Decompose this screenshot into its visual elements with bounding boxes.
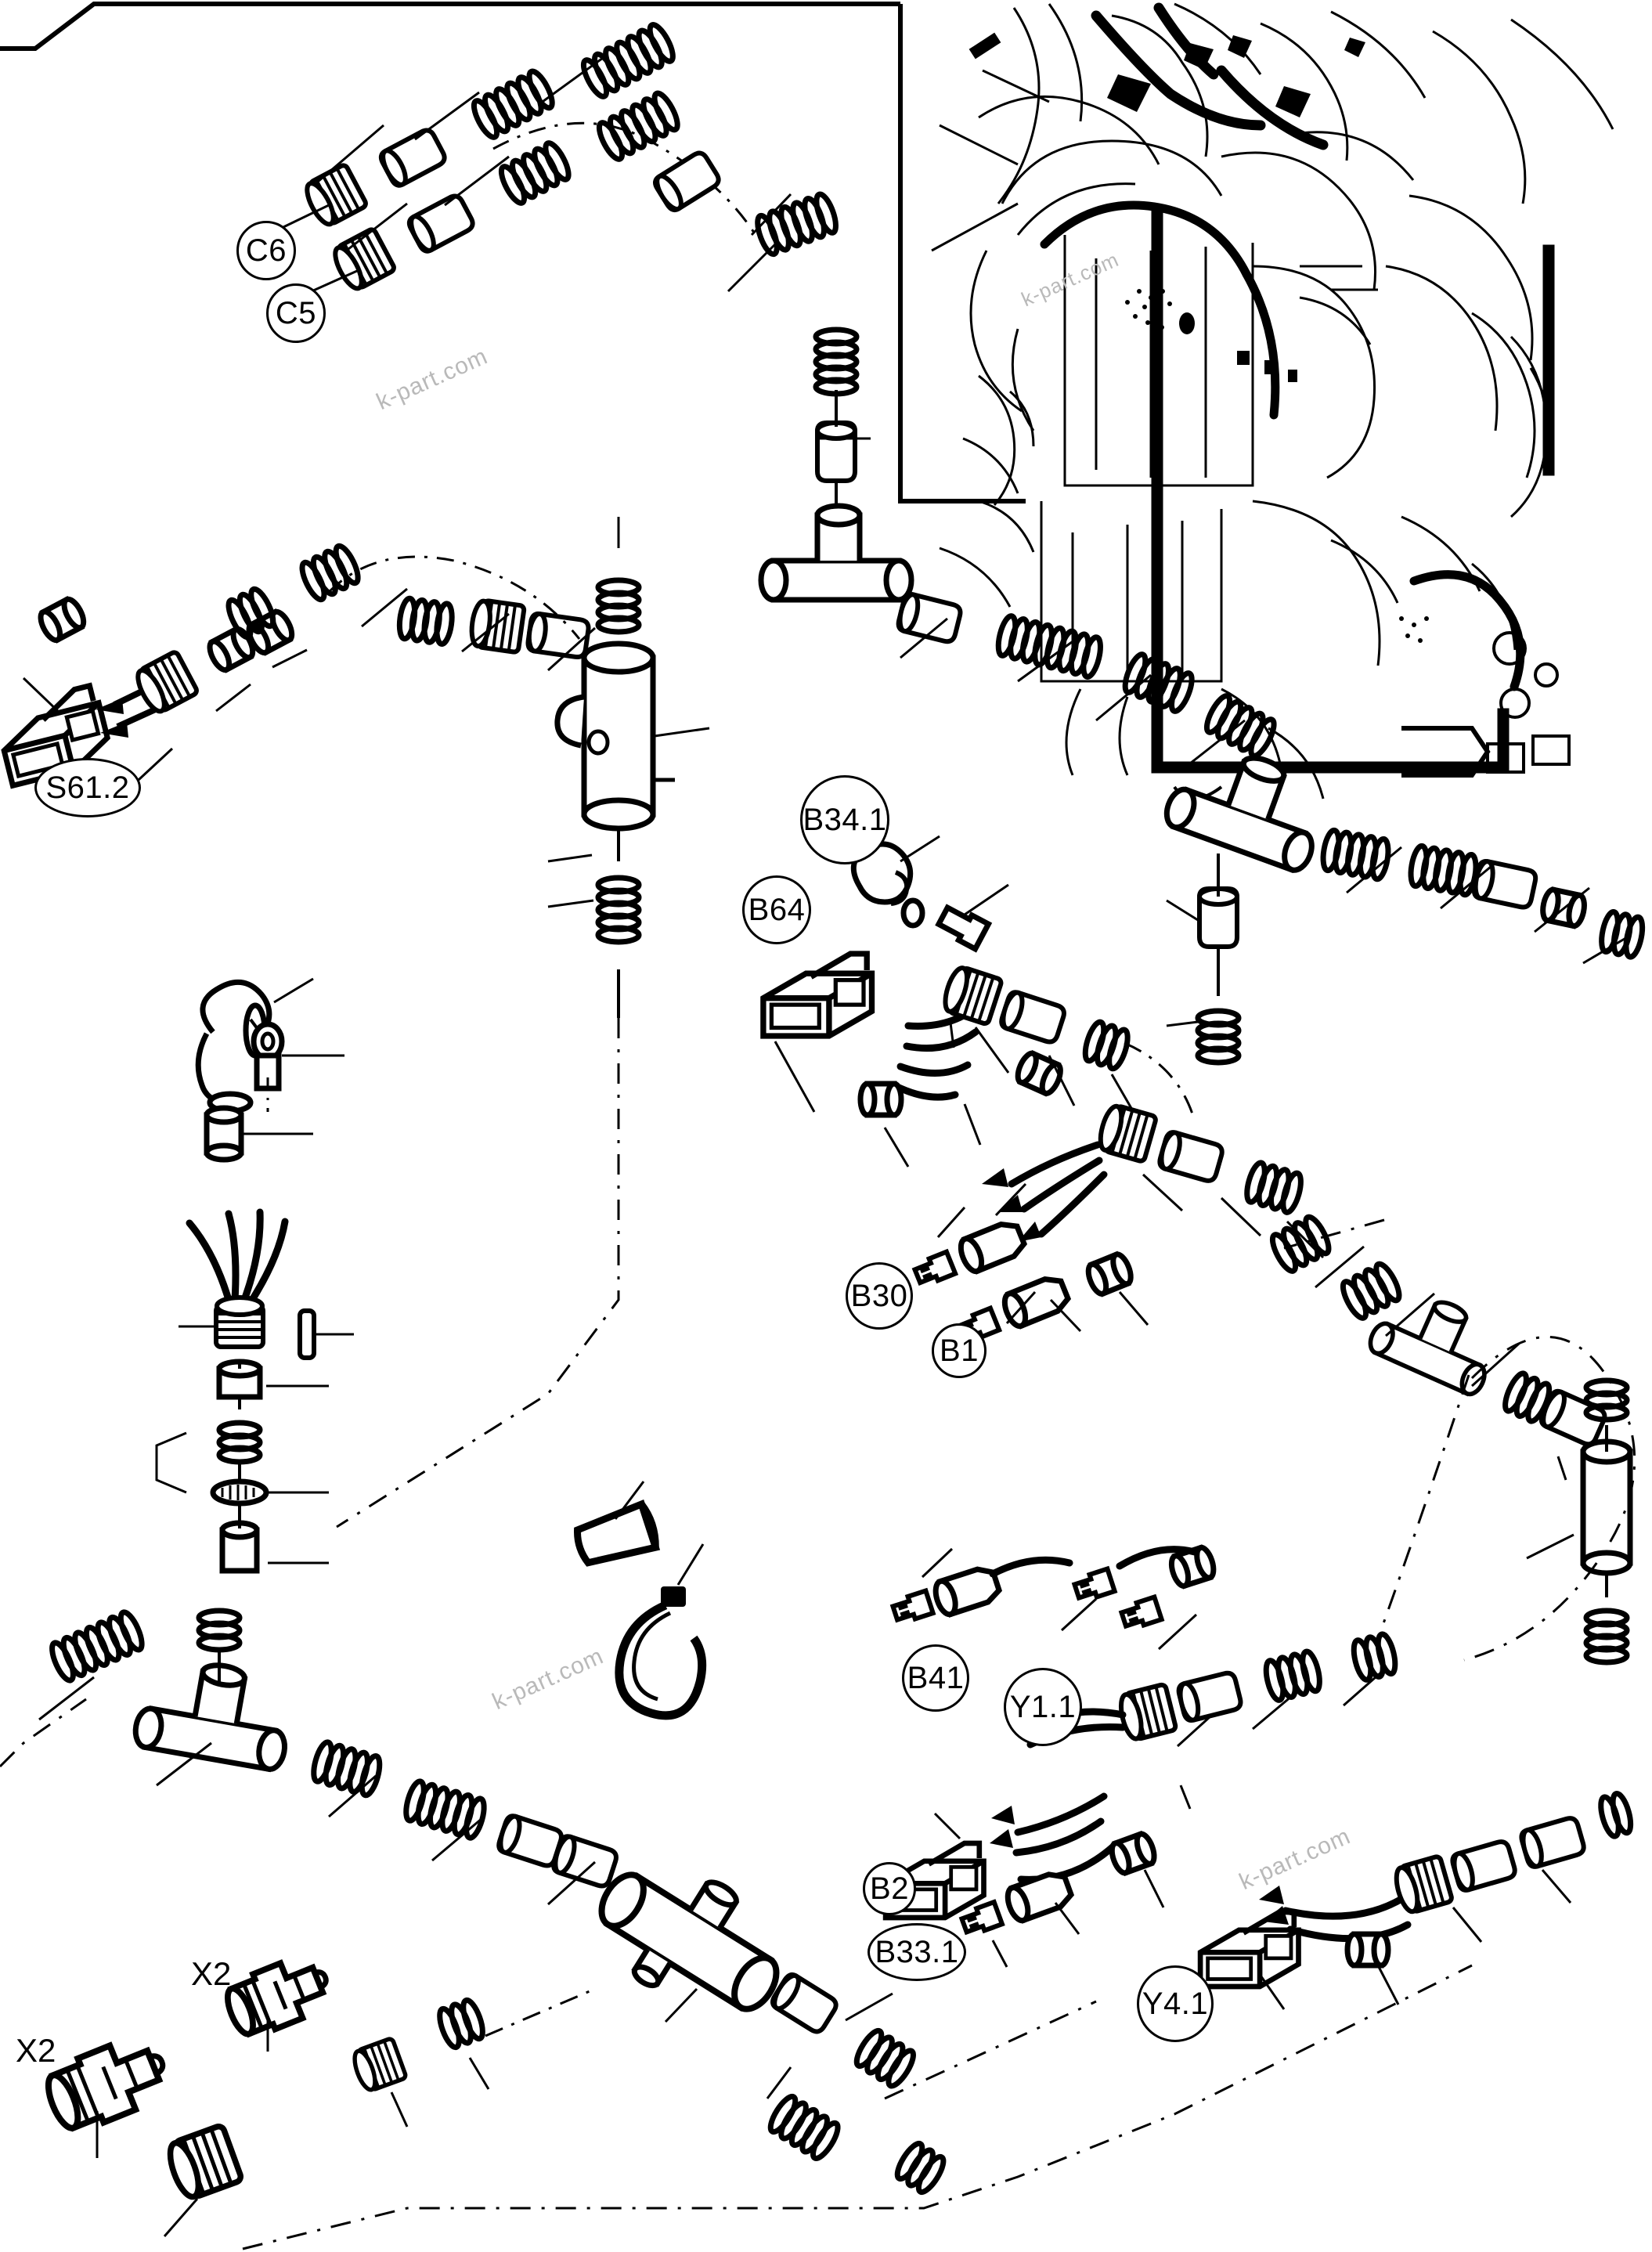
callout-c5[interactable]: C5 — [266, 283, 326, 343]
callout-b1[interactable]: B1 — [932, 1323, 987, 1378]
connector-b41 — [892, 1547, 1073, 1624]
upper-spine-stack — [652, 150, 871, 517]
lower-right-run — [1268, 1214, 1636, 1662]
main-trunk-upper-right — [896, 593, 1278, 765]
quantity-label-text: X2 — [191, 1955, 232, 1992]
connector-y1-1 — [1060, 1546, 1217, 1651]
mid-right-drop — [1166, 854, 1239, 1063]
callout-b64[interactable]: B64 — [742, 875, 811, 944]
connector-b30 — [913, 1182, 1026, 1287]
quantity-label-x2-a: X2 — [16, 2034, 56, 2067]
callout-label: C5 — [275, 296, 317, 330]
mid-left-run — [225, 543, 597, 672]
mid-right-branch — [1321, 829, 1646, 965]
b64-run — [941, 965, 1196, 1122]
callout-label: S61.2 — [45, 771, 130, 805]
callout-b33-1[interactable]: B33.1 — [867, 1923, 966, 1981]
quantity-label-text: X2 — [16, 2032, 56, 2069]
callout-b2[interactable]: B2 — [863, 1862, 916, 1915]
callout-b30[interactable]: B30 — [846, 1262, 913, 1330]
connector-b1 — [957, 1252, 1149, 1344]
sheet-border — [0, 1, 1026, 503]
callout-s61-2[interactable]: S61.2 — [34, 758, 141, 817]
callout-y1-1[interactable]: Y1.1 — [1004, 1668, 1082, 1746]
callout-label: B34.1 — [803, 803, 887, 837]
connector-b2 — [886, 1792, 1165, 1968]
callout-b34-1[interactable]: B34.1 — [800, 775, 889, 864]
cable-tie — [574, 1481, 707, 1720]
connector-c5 — [311, 90, 682, 293]
callout-label: B33.1 — [875, 1935, 959, 1969]
callout-label: B30 — [850, 1279, 908, 1313]
y1-1-run — [1026, 1633, 1398, 1749]
center-left-stack — [155, 977, 354, 1574]
callout-c6[interactable]: C6 — [236, 221, 296, 280]
connector-c6 — [283, 22, 677, 229]
callout-label: Y4.1 — [1142, 1987, 1209, 2021]
callout-label: C6 — [245, 233, 287, 268]
callout-label: B41 — [907, 1661, 965, 1695]
mid-right-t-joint — [1162, 734, 1335, 874]
connector-y4-1 — [1179, 1785, 1634, 2010]
main-trunk — [0, 1610, 1473, 2250]
callout-label: B1 — [940, 1334, 979, 1368]
quantity-label-x2-b: X2 — [191, 1958, 231, 1990]
harness-route-upper-left — [492, 121, 757, 236]
center-left-junction — [336, 517, 710, 1528]
callout-label: B2 — [870, 1871, 909, 1906]
callout-b41[interactable]: B41 — [902, 1644, 969, 1712]
callout-label: B64 — [748, 893, 806, 927]
connector-b34-1 — [850, 835, 1009, 953]
upper-t-joint — [761, 506, 911, 600]
connector-x2 — [45, 1959, 596, 2237]
engine-illustration — [931, 2, 1614, 800]
callout-label: Y1.1 — [1009, 1690, 1077, 1724]
callout-y4-1[interactable]: Y4.1 — [1137, 1965, 1214, 2042]
